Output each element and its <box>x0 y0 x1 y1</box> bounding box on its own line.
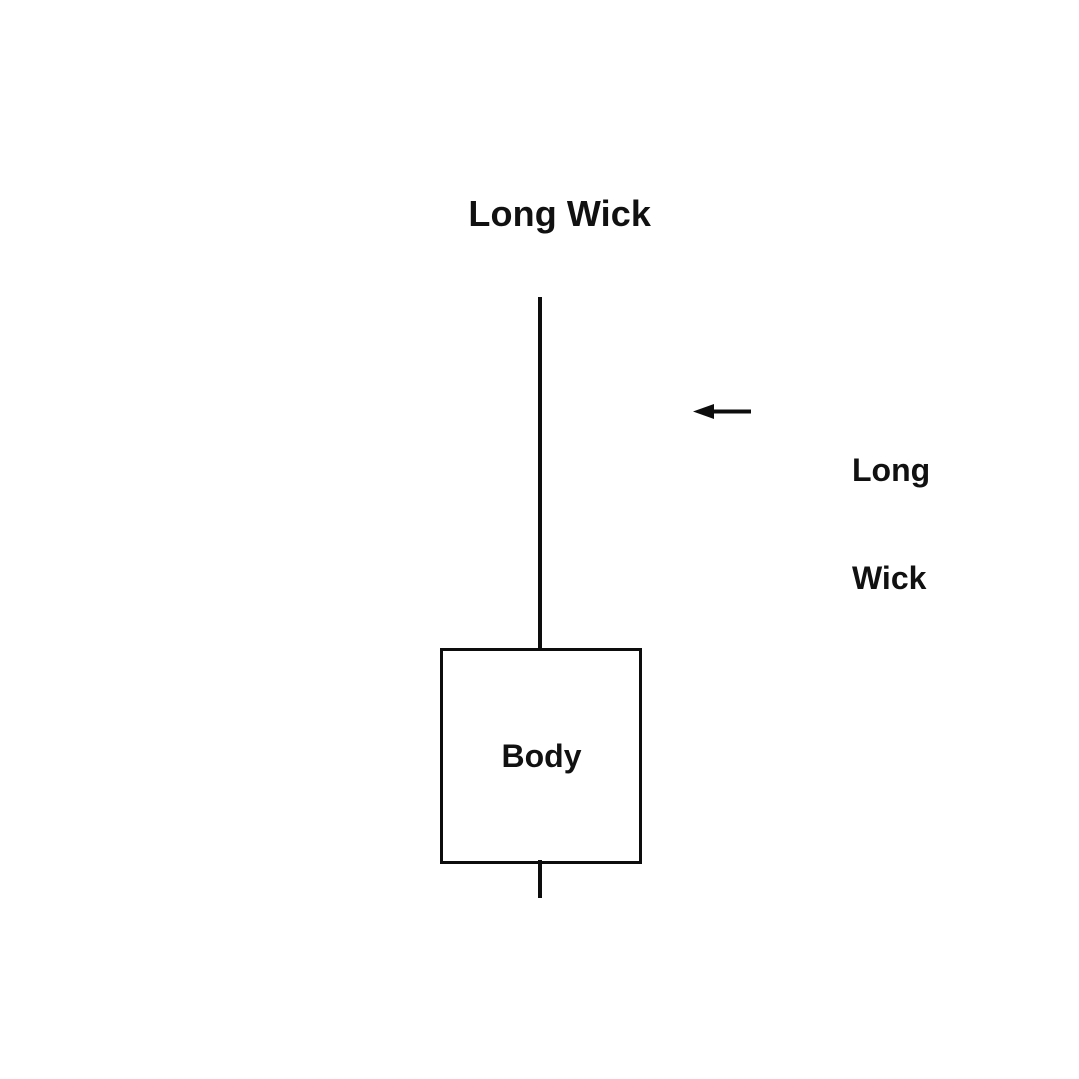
annotation-label: Long Wick <box>852 380 1052 668</box>
page-title: Long Wick <box>0 160 1079 268</box>
annotation-arrow-container <box>690 398 756 426</box>
annotation-label-line1: Long <box>852 452 931 488</box>
page-title-text: Long Wick <box>468 193 651 234</box>
upper-wick <box>538 297 542 650</box>
candle-body <box>440 648 642 864</box>
lower-wick <box>538 860 542 898</box>
candle-body-label: Body <box>501 738 582 774</box>
annotation-label-line2: Wick <box>852 560 927 596</box>
arrow-left-icon <box>693 404 751 419</box>
